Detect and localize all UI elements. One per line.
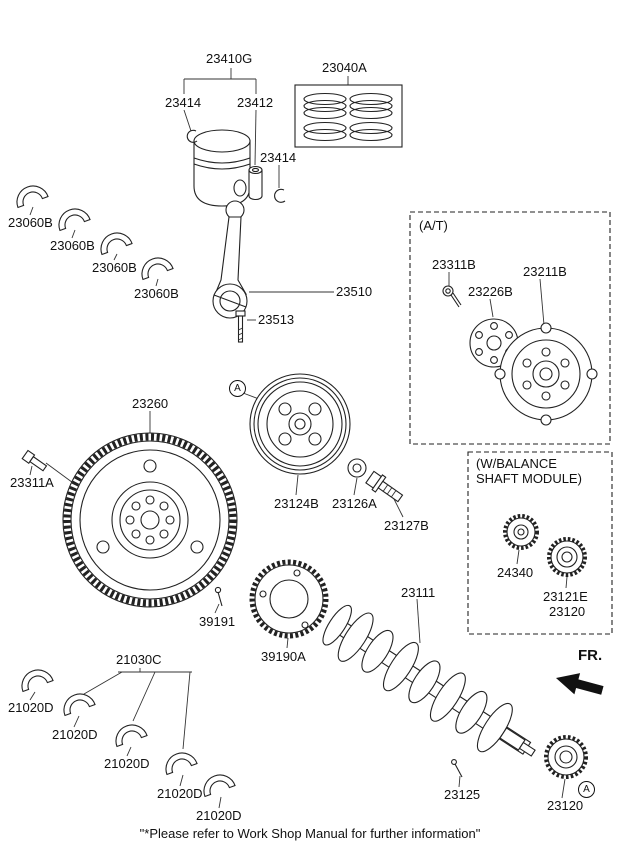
balance-box bbox=[467, 451, 613, 635]
part-label-main-bearing: 21020D bbox=[52, 727, 98, 742]
pulley-drawing bbox=[249, 373, 351, 475]
part-label-balance-sprocket: 24340 bbox=[497, 565, 534, 580]
piston-pin-drawing bbox=[248, 165, 263, 201]
part-label-at-bolt: 23311B bbox=[432, 257, 476, 272]
part-label-snap-ring-left: 23414 bbox=[165, 95, 202, 110]
piston-drawing bbox=[193, 129, 251, 207]
part-label-ring-set: 23040A bbox=[322, 60, 367, 75]
rod-bearing-shell bbox=[141, 257, 174, 281]
part-label-crankshaft: 23111 bbox=[401, 585, 436, 600]
tone-wheel-drawing bbox=[249, 559, 329, 639]
part-label-main-bearing: 21020D bbox=[157, 786, 203, 801]
crankshaft-drawing bbox=[322, 604, 536, 757]
part-label-tone-wheel-pin: 39191 bbox=[199, 614, 236, 629]
at-box-title: (A/T) bbox=[419, 218, 448, 233]
part-label-rod-bolt: 23513 bbox=[258, 312, 295, 327]
part-label-crank-pin: 23125 bbox=[444, 787, 481, 802]
part-label-main-bearing: 21020D bbox=[8, 700, 54, 715]
part-label-rod-bearing: 23060B bbox=[134, 286, 179, 301]
part-label-piston-kit: 23410G bbox=[206, 51, 253, 66]
part-label-drive-plate: 23211B bbox=[523, 264, 567, 279]
crankshaft-sprocket-drawing bbox=[544, 735, 588, 779]
main-bearing-shell bbox=[63, 693, 96, 717]
at-group-box bbox=[409, 211, 611, 445]
rod-bolt-drawing bbox=[235, 310, 246, 343]
part-label-flywheel-bolt: 23311A bbox=[10, 475, 54, 490]
ref-marker-a-sprocket: A bbox=[578, 781, 595, 798]
part-label-pulley: 23124B bbox=[274, 496, 319, 511]
tone-wheel-pin-drawing bbox=[214, 586, 223, 607]
fr-arrow-icon bbox=[556, 673, 604, 695]
part-label-balance-crank-sprocket: 23120 bbox=[549, 604, 586, 619]
washer-drawing bbox=[347, 458, 367, 478]
flywheel-bolt-drawing bbox=[21, 449, 48, 472]
part-label-connecting-rod: 23510 bbox=[336, 284, 373, 299]
connecting-rod-drawing bbox=[212, 200, 248, 319]
part-label-snap-ring-right: 23414 bbox=[260, 150, 297, 165]
part-label-rod-bearing: 23060B bbox=[8, 215, 53, 230]
flywheel-drawing bbox=[62, 432, 238, 608]
rod-bearing-shell bbox=[58, 208, 91, 232]
main-bearing-shell bbox=[165, 752, 198, 776]
balance-sprocket-drawing bbox=[503, 514, 539, 550]
main-bearing-shell bbox=[21, 669, 54, 693]
part-label-adapter-plate: 23226B bbox=[468, 284, 513, 299]
at-bolt-drawing bbox=[442, 285, 462, 308]
rod-bearing-shell bbox=[100, 232, 133, 256]
ref-marker-a-pulley: A bbox=[229, 380, 246, 397]
part-label-main-bearing: 21020D bbox=[104, 756, 150, 771]
balance-box-title-line1: (W/BALANCE bbox=[476, 456, 557, 471]
fr-direction-label: FR. bbox=[578, 647, 603, 664]
part-label-sprocket-key: 23121E bbox=[543, 589, 588, 604]
balance-box-title-line2: SHAFT MODULE) bbox=[476, 471, 582, 486]
drive-plate-drawing bbox=[494, 322, 598, 426]
piston-ring-set-drawing bbox=[294, 84, 403, 148]
main-bearing-shell bbox=[115, 724, 148, 748]
part-label-tone-wheel: 39190A bbox=[261, 649, 306, 664]
snap-ring-left-icon bbox=[186, 129, 198, 143]
part-label-piston-pin: 23412 bbox=[237, 95, 274, 110]
rod-bearing-shell bbox=[16, 185, 49, 209]
part-label-pulley-bolt: 23127B bbox=[384, 518, 429, 533]
balance-crank-sprocket-drawing bbox=[547, 537, 587, 577]
part-label-crank-sprocket: 23120 bbox=[547, 798, 584, 813]
part-label-main-bearing: 21020D bbox=[196, 808, 242, 823]
dowel-pin-drawing bbox=[451, 759, 463, 778]
leader-lines bbox=[29, 68, 568, 809]
part-label-main-bearing-set: 21030C bbox=[116, 652, 162, 667]
part-label-rod-bearing: 23060B bbox=[50, 238, 95, 253]
part-label-rod-bearing: 23060B bbox=[92, 260, 137, 275]
part-label-flywheel: 23260 bbox=[132, 396, 169, 411]
main-bearing-shell bbox=[203, 774, 236, 798]
part-label-washer: 23126A bbox=[332, 496, 377, 511]
pulley-bolt-drawing bbox=[365, 470, 404, 503]
snap-ring-right-icon bbox=[274, 188, 286, 203]
footnote: "*Please refer to Work Shop Manual for f… bbox=[139, 826, 481, 841]
